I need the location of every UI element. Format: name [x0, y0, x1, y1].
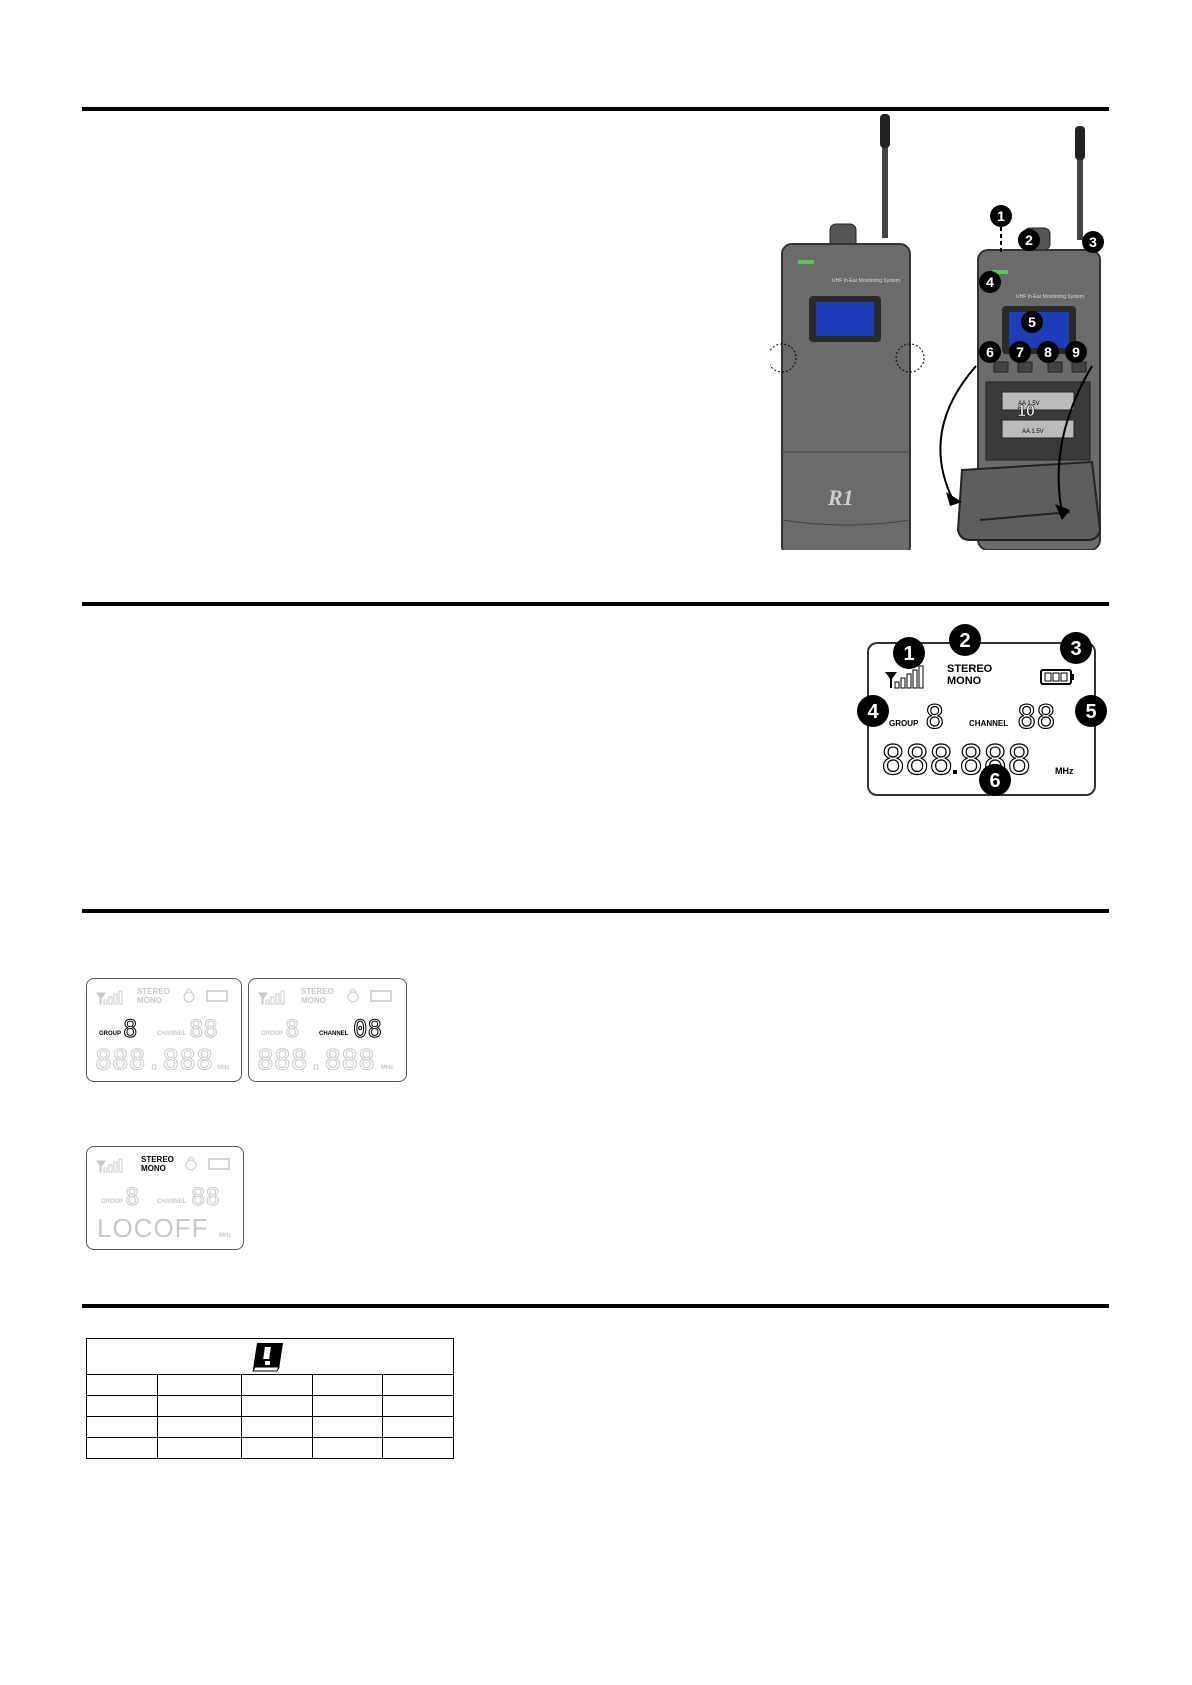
- lcd-callout-6: 6: [989, 770, 1000, 792]
- receiver-open: UHF In-Ear Monitoring System AA 1.5V AA …: [939, 126, 1102, 550]
- signal-strength-icon: [96, 990, 123, 1005]
- table-row: [86, 1395, 454, 1417]
- lcd-diagram: STEREO MONO GROUP 8 CHANNEL 88 888 888 M…: [857, 624, 1107, 796]
- rx-callout-9: 9: [1072, 344, 1080, 360]
- lcd-callouts: 1 2 3 4 5 6: [857, 624, 1107, 796]
- lcd-channel-label: CHANNEL: [157, 1031, 187, 1037]
- lcd-channel-digits: 08: [353, 1015, 382, 1043]
- lcd-callout-4: 4: [867, 701, 879, 723]
- rx-callout-8: 8: [1044, 344, 1052, 360]
- rx-callout-4: 4: [986, 274, 994, 290]
- lcd-stereo-label: STEREO: [137, 987, 170, 996]
- battery-label-1: AA 1.5V: [1018, 401, 1040, 407]
- battery-label-2: AA 1.5V: [1022, 429, 1044, 435]
- section-rule-2: [82, 602, 1109, 606]
- lcd-callout-2: 2: [959, 630, 970, 652]
- section-rule-3: [82, 909, 1109, 913]
- device-caption-closed: UHF In-Ear Monitoring System: [832, 278, 900, 284]
- lcd-group-label: GROUP: [99, 1031, 121, 1037]
- belt-clip-marker-right: [895, 343, 925, 373]
- rx-callout-10: 10: [1017, 403, 1035, 420]
- lcd-mono-label: MONO: [137, 996, 162, 1005]
- lcd-stereo-label: STEREO: [141, 1155, 174, 1164]
- battery-icon: [206, 990, 228, 1002]
- frequency-table: [86, 1374, 454, 1459]
- rx-callout-5: 5: [1028, 314, 1036, 330]
- lock-icon: [183, 988, 195, 1003]
- receiver-illustration: UHF In-Ear Monitoring System R1 UHF In-E…: [770, 114, 1104, 550]
- battery-icon: [208, 1158, 230, 1170]
- device-caption-open: UHF In-Ear Monitoring System: [1016, 294, 1084, 300]
- lcd-channel-label: CHANNEL: [319, 1031, 349, 1037]
- table-row: [86, 1437, 454, 1459]
- lcd-channel-mode: STEREO MONO GROUP 8 CHANNEL 08 888.888 M…: [248, 978, 407, 1082]
- lock-icon: [347, 988, 359, 1003]
- lcd-frequency: 888.888: [257, 1043, 375, 1076]
- lcd-frequency: 888.888: [95, 1043, 213, 1076]
- lcd-lock-mode: STEREO MONO GROUP 8 CHANNEL 88 LOCOFF MH…: [86, 1146, 244, 1250]
- lcd-stereo-label: STEREO: [301, 987, 334, 996]
- rx-callouts: 1 2 3 4 5 6 7 8 9 10: [979, 205, 1104, 420]
- lcd-lock-text: LOCOFF: [97, 1213, 208, 1243]
- lcd-unit-label: MHz: [381, 1065, 393, 1071]
- rx-callout-3: 3: [1089, 234, 1097, 250]
- lcd-group-label: GROUP: [889, 719, 919, 728]
- lcd-group-mode: STEREO MONO GROUP 8 CHANNEL 88 888.888 M…: [86, 978, 242, 1082]
- manual-warning-icon: [252, 1343, 283, 1372]
- lcd-unit-label: MHz: [217, 1065, 229, 1071]
- receiver-closed: UHF In-Ear Monitoring System R1: [770, 114, 925, 550]
- lcd-stereo-label: STEREO: [947, 663, 993, 675]
- rx-callout-1: 1: [997, 208, 1005, 224]
- lcd-callout-3: 3: [1070, 638, 1081, 660]
- section-rule-1: [82, 107, 1109, 111]
- lcd-group-digit: 8: [123, 1015, 137, 1043]
- lock-icon: [185, 1156, 197, 1171]
- lcd-group-digit: 8: [925, 698, 944, 736]
- lcd-unit-label: MHz: [219, 1233, 231, 1239]
- lcd-mono-label: MONO: [301, 996, 326, 1005]
- lcd-callout-1: 1: [903, 643, 914, 665]
- battery-icon: [370, 990, 392, 1002]
- lcd-group-label: GROUP: [101, 1199, 123, 1205]
- lcd-decimal-point: [953, 770, 957, 774]
- signal-strength-icon: [885, 665, 924, 689]
- frequency-table-header: [86, 1338, 454, 1375]
- rx-callout-6: 6: [986, 344, 994, 360]
- signal-strength-icon: [258, 990, 285, 1005]
- table-row: [86, 1374, 454, 1396]
- lcd-group-digit: 8: [285, 1015, 299, 1043]
- lcd-channel-digits: 88: [189, 1015, 218, 1043]
- lcd-channel-digits: 88: [191, 1183, 220, 1211]
- lcd-unit-label: MHz: [1055, 766, 1074, 776]
- lcd-channel-digits: 88: [1017, 698, 1056, 736]
- lcd-group-digit: 8: [125, 1183, 139, 1211]
- lcd-group-label: GROUP: [261, 1031, 283, 1037]
- battery-icon: [1040, 669, 1074, 685]
- brand-logo: R1: [827, 485, 854, 510]
- lcd-channel-label: CHANNEL: [157, 1199, 187, 1205]
- lcd-callout-5: 5: [1085, 701, 1096, 723]
- rx-callout-2: 2: [1025, 232, 1033, 248]
- signal-strength-icon: [96, 1158, 123, 1173]
- rx-callout-7: 7: [1016, 344, 1024, 360]
- section-rule-4: [82, 1304, 1109, 1308]
- lcd-mono-label: MONO: [947, 675, 982, 687]
- belt-clip-marker-left: [770, 343, 797, 373]
- lcd-channel-label: CHANNEL: [969, 719, 1008, 728]
- table-row: [86, 1416, 454, 1438]
- lcd-mono-label: MONO: [141, 1164, 166, 1173]
- lcd-frequency-left: 888: [881, 738, 953, 784]
